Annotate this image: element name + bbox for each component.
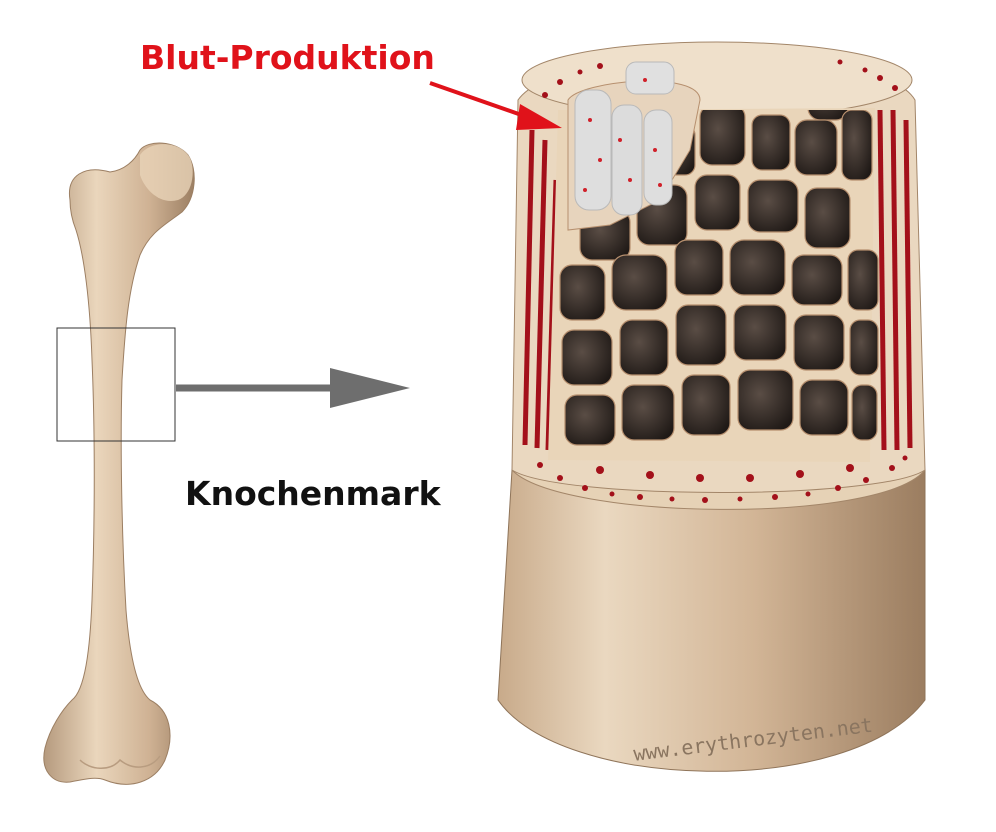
- blood-vessels-left: [522, 129, 559, 451]
- zoom-region-box: [56, 327, 176, 442]
- trabecular-holes: [559, 110, 879, 446]
- blood-vessels-right: [877, 109, 913, 451]
- femur-condyle: [79, 755, 161, 769]
- cylinder-body: [497, 469, 926, 772]
- bone-cross-section: [497, 41, 926, 772]
- blood-production-label: Blut-Produktion: [140, 38, 435, 77]
- femur-outline: [43, 142, 195, 785]
- red-arrow-icon: [429, 81, 562, 130]
- right-arrow-icon: [176, 368, 410, 408]
- rim-blood-specks: [537, 59, 908, 503]
- red-marrow-region: [567, 61, 701, 231]
- femur-head: [140, 144, 193, 201]
- femur-bone: [43, 142, 195, 785]
- bone-marrow-label: Knochenmark: [185, 474, 441, 513]
